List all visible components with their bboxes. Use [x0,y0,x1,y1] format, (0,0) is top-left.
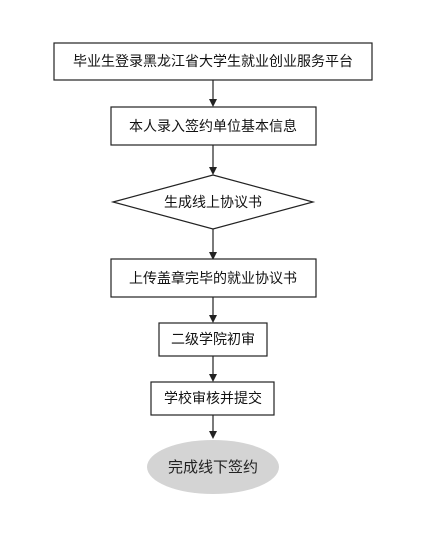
step-college-preliminary-review: 二级学院初审 [158,322,268,357]
connector-6 [209,415,217,439]
step-college-preliminary-review-label: 二级学院初审 [171,331,255,348]
step-school-review-submit: 学校审核并提交 [150,381,275,416]
step-enter-employer-info-label: 本人录入签约单位基本信息 [129,118,297,135]
connector-2 [209,145,217,175]
terminal-ellipse [147,440,279,494]
connector-1 [209,80,217,107]
step-complete-offline-signing-label: 完成线下签约 [168,458,258,476]
step-generate-online-agreement: 生成线上协议书 [110,174,316,230]
step-enter-employer-info: 本人录入签约单位基本信息 [110,106,317,146]
step-generate-online-agreement-label: 生成线上协议书 [164,195,262,211]
step-complete-offline-signing: 完成线下签约 [147,440,279,494]
connector-5 [209,356,217,382]
step-upload-stamped-agreement: 上传盖章完毕的就业协议书 [110,258,317,298]
step-upload-stamped-agreement-label: 上传盖章完毕的就业协议书 [129,270,297,287]
connector-4 [209,297,217,323]
step-platform-login-label: 毕业生登录黑龙江省大学生就业创业服务平台 [73,54,353,70]
connector-3 [209,229,217,260]
step-school-review-submit-label: 学校审核并提交 [164,390,262,407]
step-platform-login: 毕业生登录黑龙江省大学生就业创业服务平台 [53,42,373,81]
